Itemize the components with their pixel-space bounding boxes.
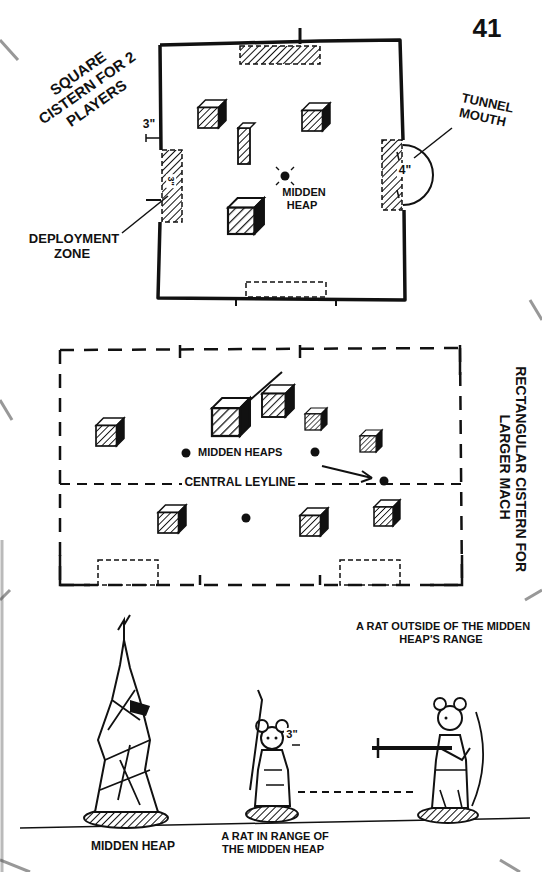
zone-label: DEPLOYMENT ZONE	[18, 232, 128, 262]
heap-label: MIDDEN HEAPS	[196, 446, 306, 459]
dimension: 3"	[166, 170, 176, 192]
heap-label: MIDDEN HEAP	[268, 186, 338, 211]
label-text: SQUARE CISTERN FOR 2 PLAYERS	[35, 48, 138, 130]
label-text: A RAT IN RANGE OF THE MIDDEN HEAP	[219, 830, 329, 855]
label-text: MIDDEN HEAP	[280, 186, 325, 211]
figure-caption: A RAT OUTSIDE OF THE MIDDEN HEAP'S RANGE	[352, 620, 532, 645]
dimension: 3"	[138, 118, 160, 132]
tunnel-label: TUNNEL MOUTH	[438, 87, 532, 135]
map-title: SQUARE CISTERN FOR 2 PLAYERS	[19, 29, 155, 146]
dimension: 4"	[394, 164, 416, 178]
map-title: RECTANGULAR CISTERN FOR LARGER MACH	[496, 341, 528, 596]
label-text: CENTRAL LEYLINE	[182, 475, 297, 489]
label-text: 41	[471, 13, 504, 43]
label-text: MIDDEN HEAP	[89, 839, 177, 853]
figure-caption: MIDDEN HEAP	[78, 840, 188, 854]
label-text: 3"	[141, 117, 157, 131]
label-text: 4"	[397, 163, 413, 177]
label-text: MIDDEN HEAPS	[196, 446, 284, 458]
figure-caption: A RAT IN RANGE OF THE MIDDEN HEAP	[214, 830, 334, 855]
label-text: DEPLOYMENT ZONE	[27, 231, 119, 261]
page-number: 41	[462, 14, 512, 44]
label-text: 3"	[284, 728, 299, 740]
label-text: RECTANGULAR CISTERN FOR LARGER MACH	[497, 364, 529, 572]
label-text: TUNNEL MOUTH	[458, 90, 515, 130]
leyline-label: CENTRAL LEYLINE	[170, 476, 310, 490]
dimension: 3"	[280, 728, 304, 741]
label-text: A RAT OUTSIDE OF THE MIDDEN HEAP'S RANGE	[354, 620, 530, 645]
label-text: 3"	[166, 175, 176, 188]
